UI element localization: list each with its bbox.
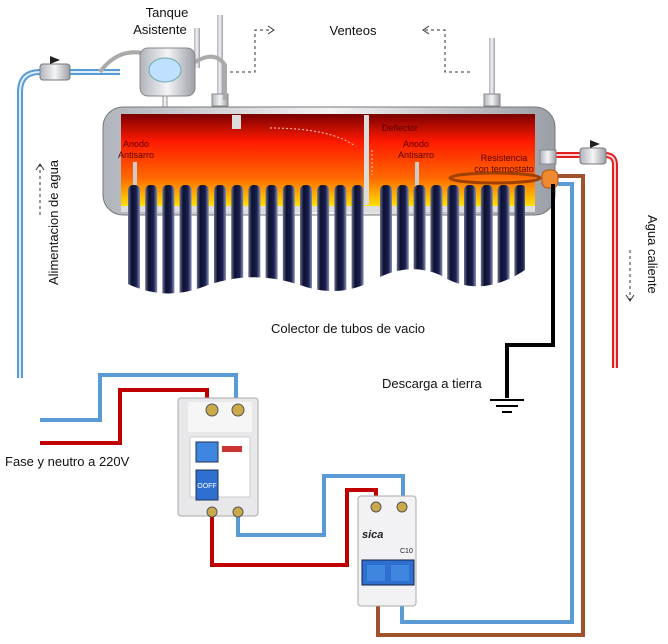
assist-tank	[139, 47, 227, 157]
anode-right-label-2: Antisarro	[398, 150, 434, 160]
vacuum-tube	[334, 185, 347, 294]
vacuum-tube	[480, 185, 493, 294]
vacuum-tube	[413, 185, 426, 294]
vacuum-tube	[514, 185, 525, 294]
ground-wire	[505, 184, 555, 398]
vacuum-tube	[300, 185, 312, 294]
vacuum-tube	[128, 185, 140, 294]
phase-link	[210, 488, 378, 567]
phase-input	[40, 388, 209, 445]
deflector-plate	[364, 115, 369, 205]
vacuum-tube	[464, 185, 476, 294]
vacuum-tube	[248, 185, 261, 294]
load-wire-brown	[376, 174, 585, 637]
mcb-breaker[interactable]: sica C10	[357, 495, 417, 607]
resistor-label-2: con termostato	[474, 164, 534, 174]
deflector-label: Deflector	[382, 123, 418, 133]
vacuum-tube	[196, 185, 209, 294]
cold-water-pipe	[17, 50, 151, 378]
ground-label: Descarga a tierra	[382, 376, 482, 391]
assist-tank-label: Tanque	[146, 5, 189, 20]
vacuum-tube	[430, 185, 443, 294]
valve-icon[interactable]	[39, 63, 71, 81]
vacuum-tube	[231, 185, 244, 294]
neutral-input	[40, 373, 238, 422]
vacuum-tube	[380, 185, 392, 294]
mcb-rating: C10	[400, 548, 413, 555]
valve-icon[interactable]	[579, 147, 607, 165]
vacuum-tube	[497, 185, 510, 294]
hot-water-label: Agua caliente	[645, 215, 660, 294]
vacuum-tube	[145, 185, 158, 294]
resistor-label: Resistencia	[481, 153, 528, 163]
power-label: Fase y neutro a 220V	[5, 454, 130, 469]
rcd-breaker[interactable]: OOFF	[177, 397, 259, 518]
vacuum-tube	[396, 185, 409, 294]
anode-left-label-2: Antisarro	[118, 150, 154, 160]
mcb-brand: sica	[362, 529, 383, 541]
neutral-link	[236, 474, 405, 537]
vacuum-tubes	[128, 185, 525, 294]
vacuum-tube	[317, 185, 330, 294]
anode-right-label: Anodo	[403, 139, 429, 149]
vacuum-tube	[162, 185, 175, 294]
vacuum-tube	[179, 185, 192, 294]
vacuum-tube	[214, 185, 226, 294]
vacuum-tube	[282, 185, 295, 294]
vents-label: Venteos	[330, 23, 377, 38]
heating-element	[448, 171, 542, 185]
vacuum-tube	[351, 185, 364, 294]
water-supply-label: Alimentacion de agua	[46, 159, 61, 285]
wiring	[40, 174, 585, 637]
neutral-wire-return	[400, 182, 574, 624]
ground-icon	[490, 399, 524, 413]
vacuum-tube	[447, 185, 460, 294]
assist-tank-label-2: Asistente	[133, 22, 186, 37]
anode-left-label: Anodo	[123, 139, 149, 149]
collector-label: Colector de tubos de vacio	[271, 321, 425, 336]
rcd-off-label: OOFF	[197, 483, 216, 490]
vacuum-tube	[265, 185, 278, 294]
hot-water-pipe	[555, 140, 618, 368]
